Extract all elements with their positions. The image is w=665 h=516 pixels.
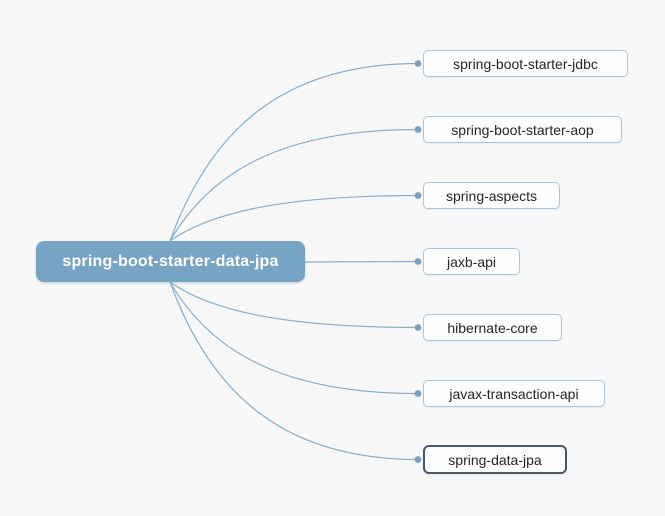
connector-line <box>304 260 419 263</box>
node-spring-boot-starter-aop[interactable]: spring-boot-starter-aop <box>423 116 622 143</box>
connector-line <box>169 194 419 242</box>
connector-line <box>169 281 419 329</box>
node-spring-aspects[interactable]: spring-aspects <box>423 182 560 209</box>
root-node[interactable]: spring-boot-starter-data-jpa <box>36 241 305 282</box>
connector-dot <box>414 456 422 463</box>
connector-dot <box>414 390 422 397</box>
connector-dot <box>414 192 422 199</box>
node-label: hibernate-core <box>447 319 538 336</box>
node-label: jaxb-api <box>446 253 497 270</box>
node-spring-boot-starter-jdbc[interactable]: spring-boot-starter-jdbc <box>423 50 628 77</box>
node-javax-transaction-api[interactable]: javax-transaction-api <box>423 380 605 407</box>
node-spring-data-jpa[interactable]: spring-data-jpa <box>423 445 567 474</box>
connector-line <box>169 128 419 242</box>
node-label: spring-boot-starter-jdbc <box>453 55 598 72</box>
connector-line <box>169 281 419 395</box>
connector-dot <box>414 60 422 67</box>
connector-dot <box>414 324 422 331</box>
node-hibernate-core[interactable]: hibernate-core <box>423 314 562 341</box>
node-label: spring-data-jpa <box>448 451 542 468</box>
node-label: spring-boot-starter-aop <box>451 121 594 138</box>
connector-line <box>169 62 419 242</box>
connector-line <box>169 281 419 461</box>
node-label: javax-transaction-api <box>449 385 579 402</box>
node-jaxb-api[interactable]: jaxb-api <box>423 248 520 275</box>
connector-dot <box>414 126 422 133</box>
root-node-label: spring-boot-starter-data-jpa <box>62 252 279 270</box>
connector-dot <box>414 258 422 265</box>
node-label: spring-aspects <box>445 187 538 204</box>
